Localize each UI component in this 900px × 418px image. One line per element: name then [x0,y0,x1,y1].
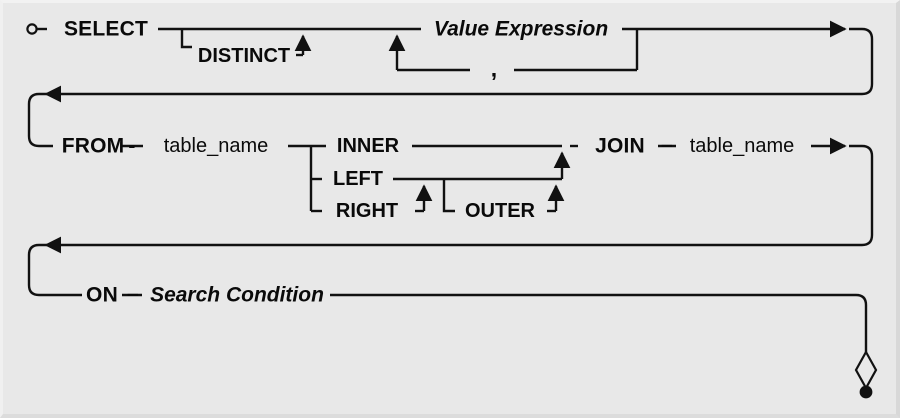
comma-separator: , [490,55,498,82]
end-dot-icon [859,385,873,399]
search-condition-nonterminal: Search Condition [150,283,324,307]
track-row1-wrap [849,27,874,96]
join-keyword: JOIN [595,134,645,158]
inner-keyword: INNER [336,135,400,157]
outer-keyword: OUTER [465,200,535,222]
track-distinct-branch-down [180,29,192,49]
end-diamond-icon [854,349,878,391]
value-expression-nonterminal: Value Expression [433,17,609,41]
left-keyword: LEFT [333,168,383,190]
track-return-wrap-2 [27,243,53,297]
distinct-keyword: DISTINCT [197,45,291,67]
track-end-wrap [855,293,868,352]
join-dash: – [661,133,673,157]
track-outer-branch-down [442,179,455,213]
from-table-name: table_name [163,135,269,157]
from-keyword: FROM [61,134,125,158]
start-circle-icon [26,23,38,35]
track-return-wrap-1 [27,92,53,148]
right-keyword: RIGHT [335,200,399,222]
join-table-name: table_name [689,135,795,157]
from-dash: - [128,134,136,158]
on-keyword: ON [86,283,118,307]
select-keyword: SELECT [63,17,149,41]
track-row2-wrap [849,144,874,247]
on-dash: – [127,282,139,306]
